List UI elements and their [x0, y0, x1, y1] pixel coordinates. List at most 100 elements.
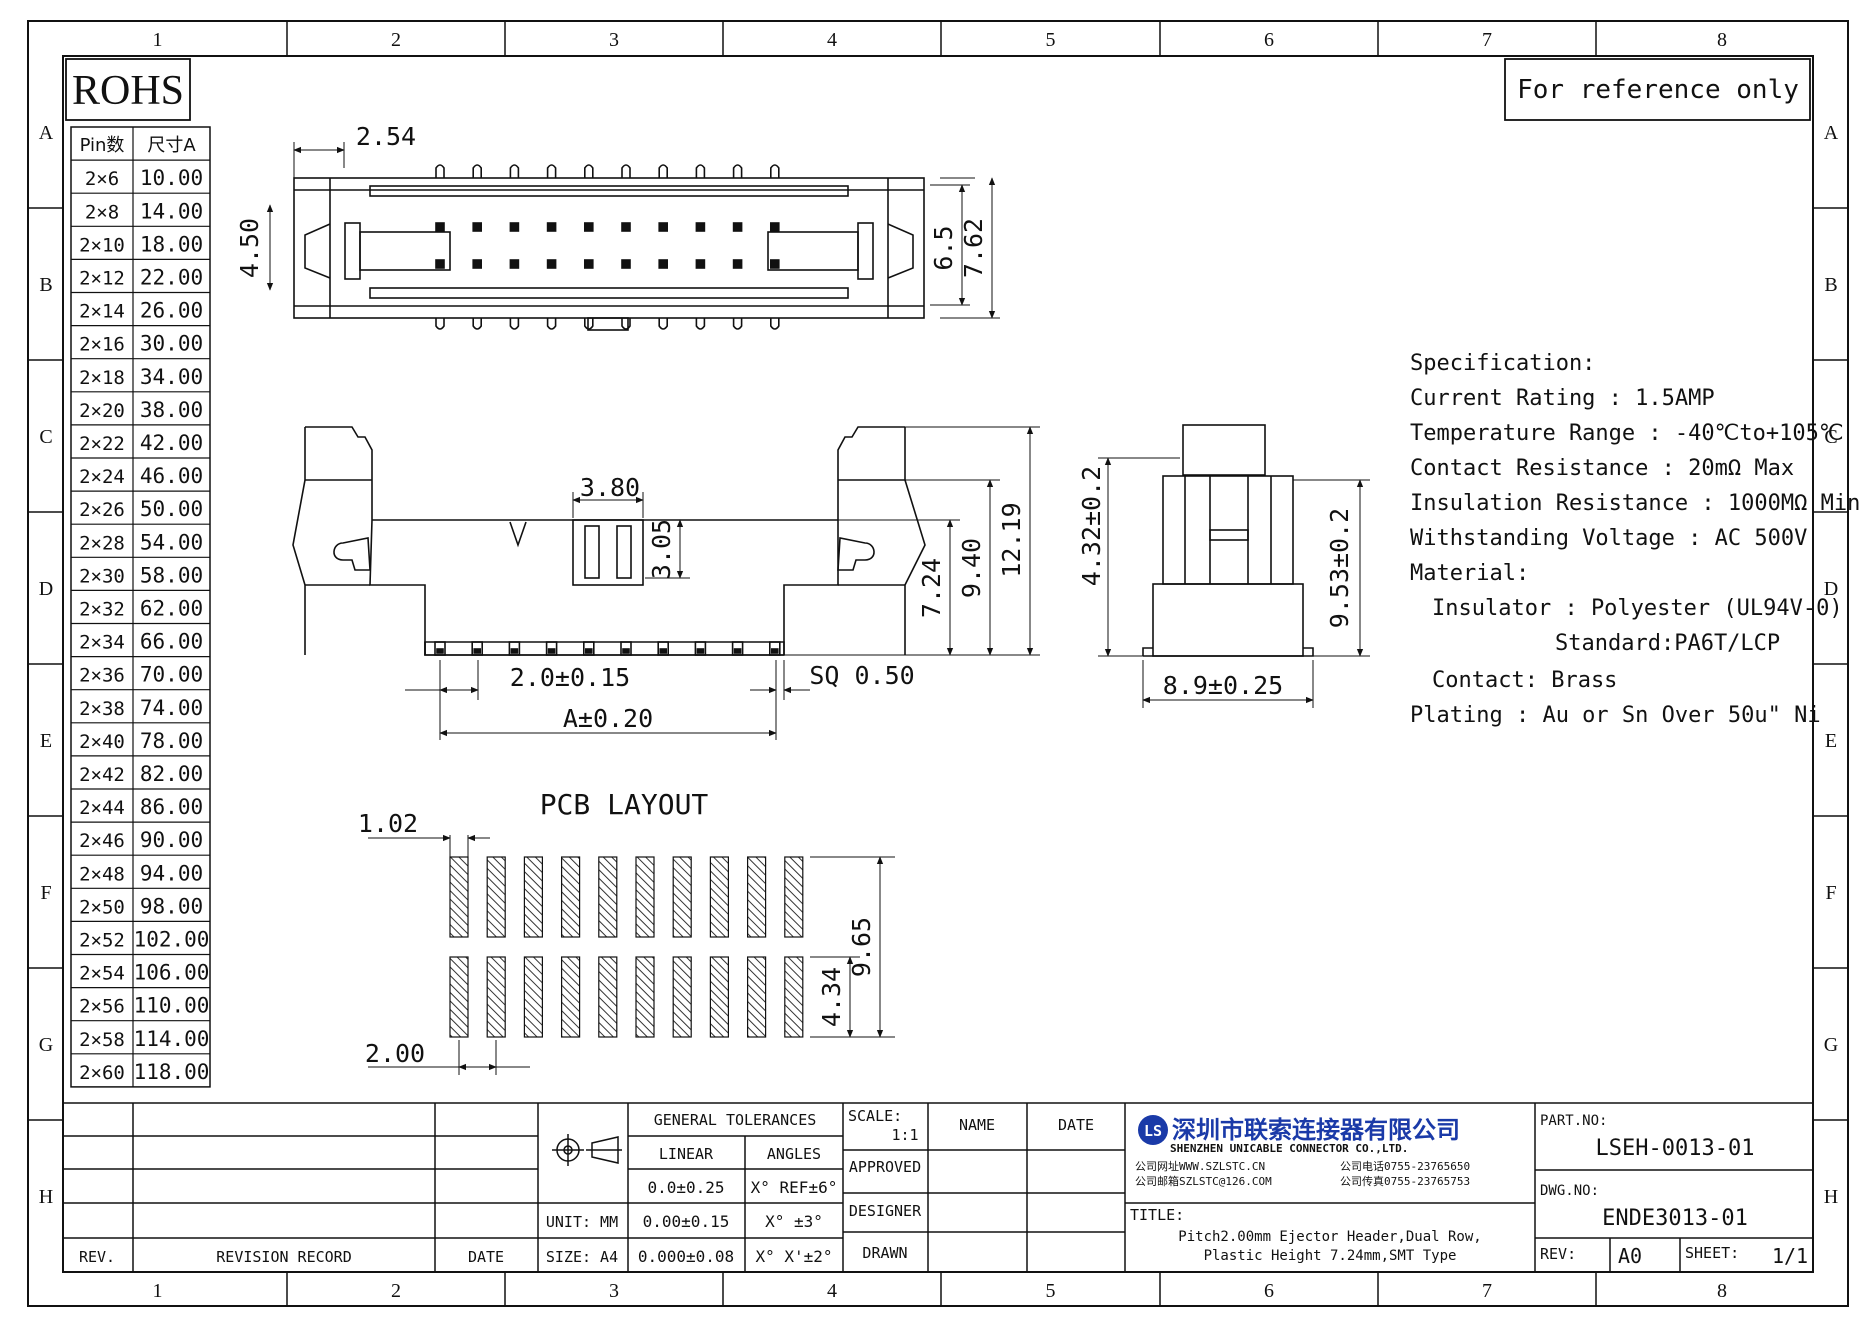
top-pin-upper [695, 164, 706, 178]
pcb-pad-bottom [449, 956, 469, 1038]
tol-linear-2: 0.00±0.15 [643, 1212, 730, 1231]
spec-line: Standard:PA6T/LCP [1555, 631, 1780, 656]
pin-table-size-cell: 110.00 [134, 994, 210, 1018]
pin-table-size-cell: 82.00 [140, 762, 203, 786]
pin-table-size-cell: 26.00 [140, 299, 203, 323]
pin-table-pins-cell: 2×46 [79, 830, 125, 852]
frame-column-label-bottom: 3 [609, 1280, 619, 1302]
pcb-pad-bottom [523, 956, 544, 1038]
top-pin-hole [546, 259, 557, 269]
top-view-dimensions [266, 142, 1000, 319]
pcb-pad-bottom [746, 956, 767, 1038]
front-view-dimensions [405, 426, 1040, 740]
front-pin-tip [510, 648, 519, 654]
dim-height-724: 7.24 [917, 558, 946, 618]
top-pin-upper [435, 164, 445, 178]
top-pin-upper [658, 164, 668, 178]
pin-table-pins-cell: 2×20 [79, 400, 125, 422]
dim-pcb-965: 9.65 [847, 917, 876, 977]
top-pin-upper [584, 164, 594, 178]
pin-table-pins-cell: 2×54 [79, 963, 125, 985]
date-header: DATE [1058, 1116, 1094, 1134]
tol-angle-3: X° X'±2° [755, 1247, 832, 1266]
dim-side-953: 9.53±0.2 [1325, 508, 1354, 628]
company-web: 公司网址WWW.SZLSTC.CN [1135, 1159, 1265, 1173]
frame-column-label-top: 5 [1046, 29, 1056, 51]
top-pin-hole [509, 259, 520, 269]
front-pin-tip [436, 648, 444, 654]
spec-line: Contact: Brass [1432, 668, 1617, 693]
pin-table-pins-cell: 2×50 [79, 896, 125, 918]
pin-table-size-cell: 54.00 [140, 530, 203, 554]
title-label: TITLE: [1130, 1206, 1184, 1224]
unit-label: UNIT: MM [546, 1213, 618, 1231]
front-pin [731, 641, 744, 656]
pin-table-size-cell: 18.00 [140, 232, 203, 256]
tol-angle-1: X° REF±6° [751, 1178, 838, 1197]
dim-pcb-434: 4.34 [817, 967, 846, 1027]
pin-table-pins-cell: 2×8 [85, 201, 119, 223]
frame-row-label-left: H [39, 1186, 53, 1208]
top-pin-hole [509, 222, 520, 232]
front-pin-tip [473, 648, 482, 654]
company-fax: 公司传真0755-23765753 [1340, 1174, 1470, 1188]
pin-table-size-cell: 90.00 [140, 828, 203, 852]
pcb-pad-top [746, 856, 767, 938]
pin-table-pins-cell: 2×38 [79, 698, 125, 720]
top-pin-hole [732, 259, 743, 269]
dwg-no-label: DWG.NO: [1540, 1183, 1599, 1199]
pcb-layout-title: PCB LAYOUT [540, 788, 709, 821]
front-pin [434, 641, 446, 656]
spec-line: Insulator : Polyester (UL94V-0) [1432, 596, 1843, 621]
dim-side-89: 8.9±0.25 [1163, 671, 1283, 700]
side-view-drawing [1142, 424, 1314, 657]
top-pin-upper [621, 164, 631, 178]
pin-table-size-cell: 102.00 [134, 928, 210, 952]
front-pin [545, 641, 558, 656]
pcb-pad-top [709, 856, 730, 938]
frame-column-label-top: 4 [827, 29, 837, 51]
frame-column-label-top: 8 [1717, 29, 1727, 51]
top-pin-lower [472, 318, 482, 330]
top-pin-hole [472, 222, 483, 232]
revision-date-header: DATE [468, 1248, 504, 1266]
pcb-pad-bottom [672, 956, 692, 1038]
front-pin-tip [733, 648, 742, 654]
pin-table-size-cell: 34.00 [140, 365, 203, 389]
top-pin-hole [732, 222, 743, 232]
pin-table-pins-cell: 2×42 [79, 764, 125, 786]
pin-table-pins-cell: 2×30 [79, 565, 125, 587]
dim-height-940: 9.40 [957, 538, 986, 598]
top-pin-lower [546, 318, 557, 330]
drawing-title-line2: Plastic Height 7.24mm,SMT Type [1204, 1248, 1457, 1264]
frame-column-label-bottom: 8 [1717, 1280, 1727, 1302]
pcb-pad-top [672, 856, 692, 938]
top-pin-hole [695, 222, 706, 232]
drawing-frame [27, 20, 1849, 1307]
pin-table-pins-cell: 2×36 [79, 665, 125, 687]
drawing-title-line1: Pitch2.00mm Ejector Header,Dual Row, [1178, 1229, 1481, 1245]
spec-line: Material: [1410, 561, 1529, 586]
pcb-pad-bottom [486, 956, 506, 1038]
top-pin-hole [621, 222, 631, 232]
reference-note: For reference only [1504, 58, 1811, 121]
frame-column-label-bottom: 2 [391, 1280, 401, 1302]
frame-row-label-right: B [1824, 274, 1837, 296]
frame-row-label-left: D [39, 578, 53, 600]
pcb-pad-top [598, 856, 618, 938]
frame-column-label-top: 3 [609, 29, 619, 51]
front-pin-tip [659, 648, 668, 654]
sheet-label: SHEET: [1685, 1244, 1739, 1262]
pin-table-pins-cell: 2×44 [79, 797, 125, 819]
frame-row-label-right: H [1824, 1186, 1838, 1208]
dim-pitch-top: 2.54 [356, 122, 416, 151]
rohs-text: ROHS [72, 68, 184, 114]
title-block [63, 1102, 1813, 1272]
dim-height-305: 3.05 [647, 519, 676, 579]
pin-table-pins-cell: 2×60 [79, 1062, 125, 1084]
front-pin-tip [547, 648, 556, 654]
pcb-pad-bottom [784, 956, 804, 1038]
tol-linear-1: 0.0±0.25 [647, 1178, 724, 1197]
pin-table-pins-cell: 2×12 [79, 268, 125, 290]
tol-angle-2: X° ±3° [765, 1212, 823, 1231]
